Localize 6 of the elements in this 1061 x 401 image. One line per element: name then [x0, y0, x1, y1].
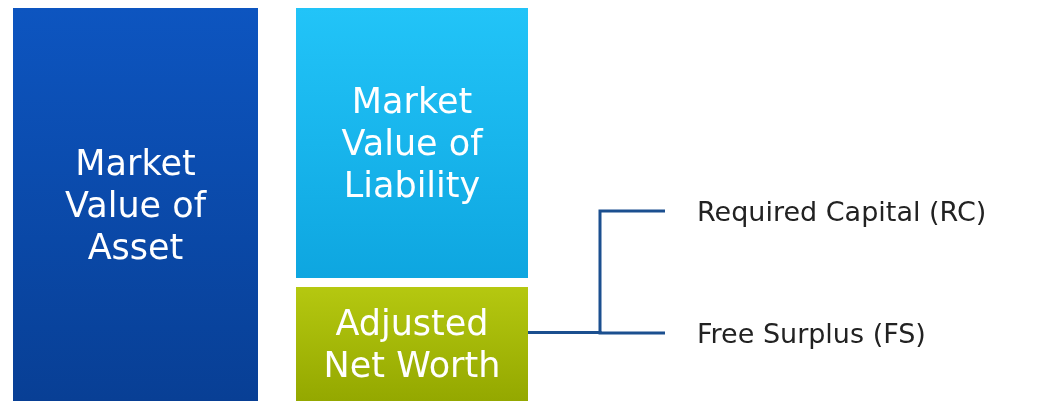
liability-block: Market Value of Liability — [296, 8, 528, 278]
component-label: Free Surplus (FS) — [665, 313, 1055, 353]
asset-block: Market Value of Asset — [13, 8, 258, 401]
net-worth-block: Adjusted Net Worth — [296, 287, 528, 401]
component-label: Required Capital (RC) — [665, 191, 1055, 231]
connector-line — [528, 331, 665, 335]
